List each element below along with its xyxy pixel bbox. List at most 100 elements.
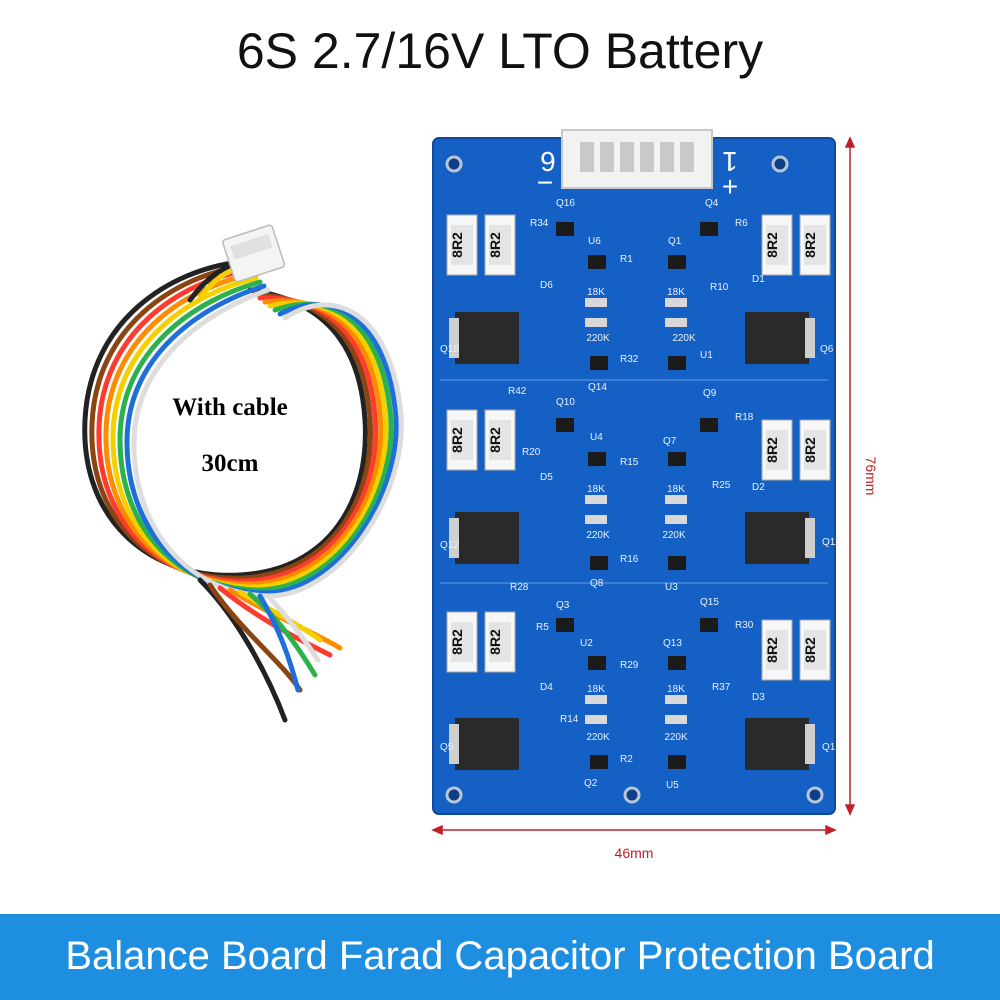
cable-connector	[222, 224, 286, 283]
svg-text:R20: R20	[522, 447, 541, 458]
svg-text:18K: 18K	[667, 684, 685, 695]
svg-text:R14: R14	[560, 714, 579, 725]
svg-text:U6: U6	[588, 236, 601, 247]
svg-text:Q10: Q10	[556, 397, 575, 408]
svg-text:Q16: Q16	[556, 198, 575, 209]
mounting-hole	[445, 155, 463, 173]
svg-text:220K: 220K	[586, 530, 610, 541]
svg-text:Q3: Q3	[556, 600, 570, 611]
mounting-hole	[445, 786, 463, 804]
svg-text:Q6: Q6	[820, 344, 834, 355]
power-resistors	[446, 214, 831, 681]
svg-text:R30: R30	[735, 620, 754, 631]
svg-text:18K: 18K	[587, 287, 605, 298]
svg-text:U5: U5	[666, 780, 679, 791]
svg-text:R34: R34	[530, 218, 549, 229]
svg-text:R2: R2	[620, 754, 633, 765]
height-dimension: 76mm	[863, 457, 879, 496]
svg-text:Q9: Q9	[703, 388, 717, 399]
footer-banner: Balance Board Farad Capacitor Protection…	[0, 914, 1000, 1000]
svg-text:U4: U4	[590, 432, 603, 443]
dimension-lines	[431, 136, 856, 836]
resistor-codes: 8R2 8R2 8R2 8R2 8R2 8R2 8R2 8R2 8R2 8R2 …	[449, 232, 818, 663]
mosfets	[449, 312, 815, 770]
svg-text:Q4: Q4	[705, 198, 719, 209]
cable-caption-line2: 30cm	[201, 450, 259, 477]
mounting-hole	[806, 786, 824, 804]
svg-text:Q13: Q13	[663, 638, 682, 649]
svg-text:Q7: Q7	[663, 436, 677, 447]
svg-text:220K: 220K	[664, 732, 688, 743]
footer-text: Balance Board Farad Capacitor Protection…	[65, 934, 935, 978]
svg-text:8R2: 8R2	[764, 232, 780, 258]
plus-symbol: +	[722, 171, 738, 202]
svg-text:R32: R32	[620, 354, 639, 365]
svg-text:R10: R10	[710, 282, 729, 293]
pcb-board	[432, 129, 836, 815]
svg-text:8R2: 8R2	[487, 427, 503, 453]
svg-text:U2: U2	[580, 638, 593, 649]
svg-text:8R2: 8R2	[802, 232, 818, 258]
cable-coil	[82, 259, 404, 723]
svg-text:D4: D4	[540, 682, 553, 693]
svg-text:18K: 18K	[587, 684, 605, 695]
svg-text:Q2: Q2	[584, 778, 598, 789]
svg-text:8R2: 8R2	[802, 437, 818, 463]
svg-text:220K: 220K	[672, 333, 696, 344]
mounting-hole	[623, 786, 641, 804]
svg-text:D3: D3	[752, 692, 765, 703]
svg-text:D2: D2	[752, 482, 765, 493]
smd-resistors	[585, 298, 687, 724]
svg-text:18K: 18K	[587, 484, 605, 495]
svg-text:220K: 220K	[586, 732, 610, 743]
svg-text:8R2: 8R2	[764, 637, 780, 663]
svg-text:Q14: Q14	[588, 382, 607, 393]
svg-text:18K: 18K	[667, 484, 685, 495]
svg-text:Q5: Q5	[440, 742, 454, 753]
component-designators: Q16 Q4 Q1 U6 R34 R6 R1 D6 R10 D1 Q18 Q6 …	[440, 198, 841, 791]
mounting-hole	[771, 155, 789, 173]
connector-pin-label-left: 6	[540, 146, 556, 177]
page-title: 6S 2.7/16V LTO Battery	[236, 23, 764, 79]
svg-text:R37: R37	[712, 682, 731, 693]
svg-text:220K: 220K	[586, 333, 610, 344]
svg-text:Q1: Q1	[668, 236, 682, 247]
svg-text:D6: D6	[540, 280, 553, 291]
cable-caption-line1: With cable	[172, 394, 288, 421]
svg-text:R5: R5	[536, 622, 549, 633]
small-chips	[556, 222, 718, 769]
svg-text:Q18: Q18	[440, 344, 459, 355]
svg-text:R18: R18	[735, 412, 754, 423]
connector-pin-label-right: 1	[722, 146, 738, 177]
svg-text:18K: 18K	[667, 287, 685, 298]
svg-text:8R2: 8R2	[487, 629, 503, 655]
svg-text:R25: R25	[712, 480, 731, 491]
svg-text:220K: 220K	[662, 530, 686, 541]
svg-text:Q12: Q12	[440, 540, 459, 551]
svg-text:8R2: 8R2	[449, 629, 465, 655]
svg-text:D5: D5	[540, 472, 553, 483]
svg-text:R28: R28	[510, 582, 529, 593]
svg-text:8R2: 8R2	[802, 637, 818, 663]
minus-symbol: −	[537, 167, 553, 198]
svg-text:Q11: Q11	[822, 537, 841, 548]
svg-text:Q17: Q17	[822, 742, 841, 753]
svg-text:R6: R6	[735, 218, 748, 229]
svg-text:U1: U1	[700, 350, 713, 361]
resistor-value-labels: 18K 18K 220K 220K 18K 18K 220K 220K 18K …	[586, 287, 696, 743]
svg-text:8R2: 8R2	[449, 427, 465, 453]
svg-text:Q15: Q15	[700, 597, 719, 608]
svg-text:8R2: 8R2	[487, 232, 503, 258]
width-dimension: 46mm	[615, 845, 654, 861]
svg-text:R15: R15	[620, 457, 639, 468]
svg-text:R1: R1	[620, 254, 633, 265]
svg-text:Q8: Q8	[590, 578, 604, 589]
svg-text:R29: R29	[620, 660, 639, 671]
svg-text:8R2: 8R2	[764, 437, 780, 463]
svg-text:R16: R16	[620, 554, 639, 565]
svg-text:8R2: 8R2	[449, 232, 465, 258]
svg-text:R42: R42	[508, 386, 527, 397]
svg-text:U3: U3	[665, 582, 678, 593]
svg-text:D1: D1	[752, 274, 765, 285]
